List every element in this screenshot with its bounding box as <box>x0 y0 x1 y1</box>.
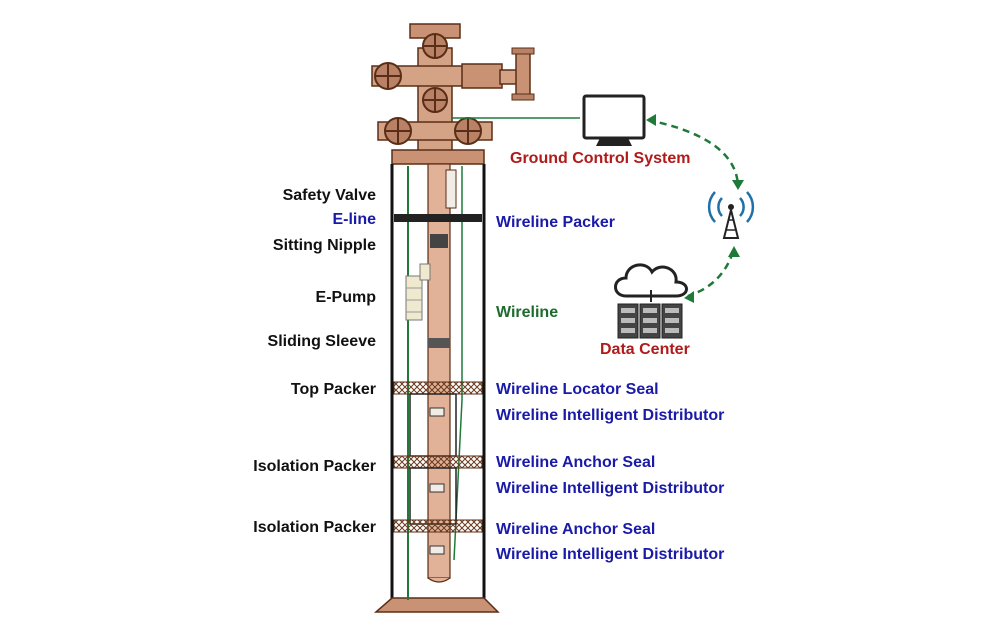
computer-monitor-icon <box>582 94 646 146</box>
intelligent-distributor-2 <box>429 483 445 493</box>
wireless-link-antenna-datacenter <box>687 251 735 298</box>
safety-valve <box>445 169 457 209</box>
sliding-sleeve <box>428 338 450 348</box>
label-isolation-packer-2: Isolation Packer <box>253 519 376 536</box>
label-anchor-seal-1: Wireline Anchor Seal <box>496 454 655 471</box>
label-wireline-packer: Wireline Packer <box>496 214 615 231</box>
label-wireline: Wireline <box>496 304 558 321</box>
wireless-link-computer-antenna <box>647 118 740 186</box>
isolation-packer-1 <box>393 455 483 469</box>
label-locator-seal: Wireline Locator Seal <box>496 381 659 398</box>
label-distributor-1: Wireline Intelligent Distributor <box>496 407 724 424</box>
tubing-string <box>393 163 483 583</box>
radio-tower-icon <box>707 191 755 239</box>
cloud-server-icon <box>614 263 688 339</box>
intelligent-distributor-3 <box>429 545 445 555</box>
label-safety-valve: Safety Valve <box>283 187 377 204</box>
label-e-pump: E-Pump <box>316 289 377 306</box>
label-distributor-3: Wireline Intelligent Distributor <box>496 546 724 563</box>
sitting-nipple <box>430 234 448 248</box>
right-labels: Wireline Packer Wireline Wireline Locato… <box>496 214 724 563</box>
intelligent-distributor-1 <box>429 407 445 417</box>
left-labels: Safety Valve E-line Sitting Nipple E-Pum… <box>253 187 376 536</box>
top-packer <box>393 381 483 395</box>
label-data-center: Data Center <box>600 341 690 358</box>
label-sliding-sleeve: Sliding Sleeve <box>268 333 377 350</box>
e-pump <box>405 263 431 321</box>
wireline-packer <box>394 214 482 222</box>
isolation-packer-2 <box>393 519 483 533</box>
label-e-line: E-line <box>332 211 376 228</box>
label-isolation-packer-1: Isolation Packer <box>253 458 376 475</box>
wellhead <box>371 23 535 165</box>
label-top-packer: Top Packer <box>291 381 376 398</box>
label-distributor-2: Wireline Intelligent Distributor <box>496 480 724 497</box>
system-labels: Ground Control System Data Center <box>510 150 690 358</box>
label-ground-control-system: Ground Control System <box>510 150 690 167</box>
label-sitting-nipple: Sitting Nipple <box>273 237 376 254</box>
communication-links <box>452 114 744 303</box>
label-anchor-seal-2: Wireline Anchor Seal <box>496 521 655 538</box>
